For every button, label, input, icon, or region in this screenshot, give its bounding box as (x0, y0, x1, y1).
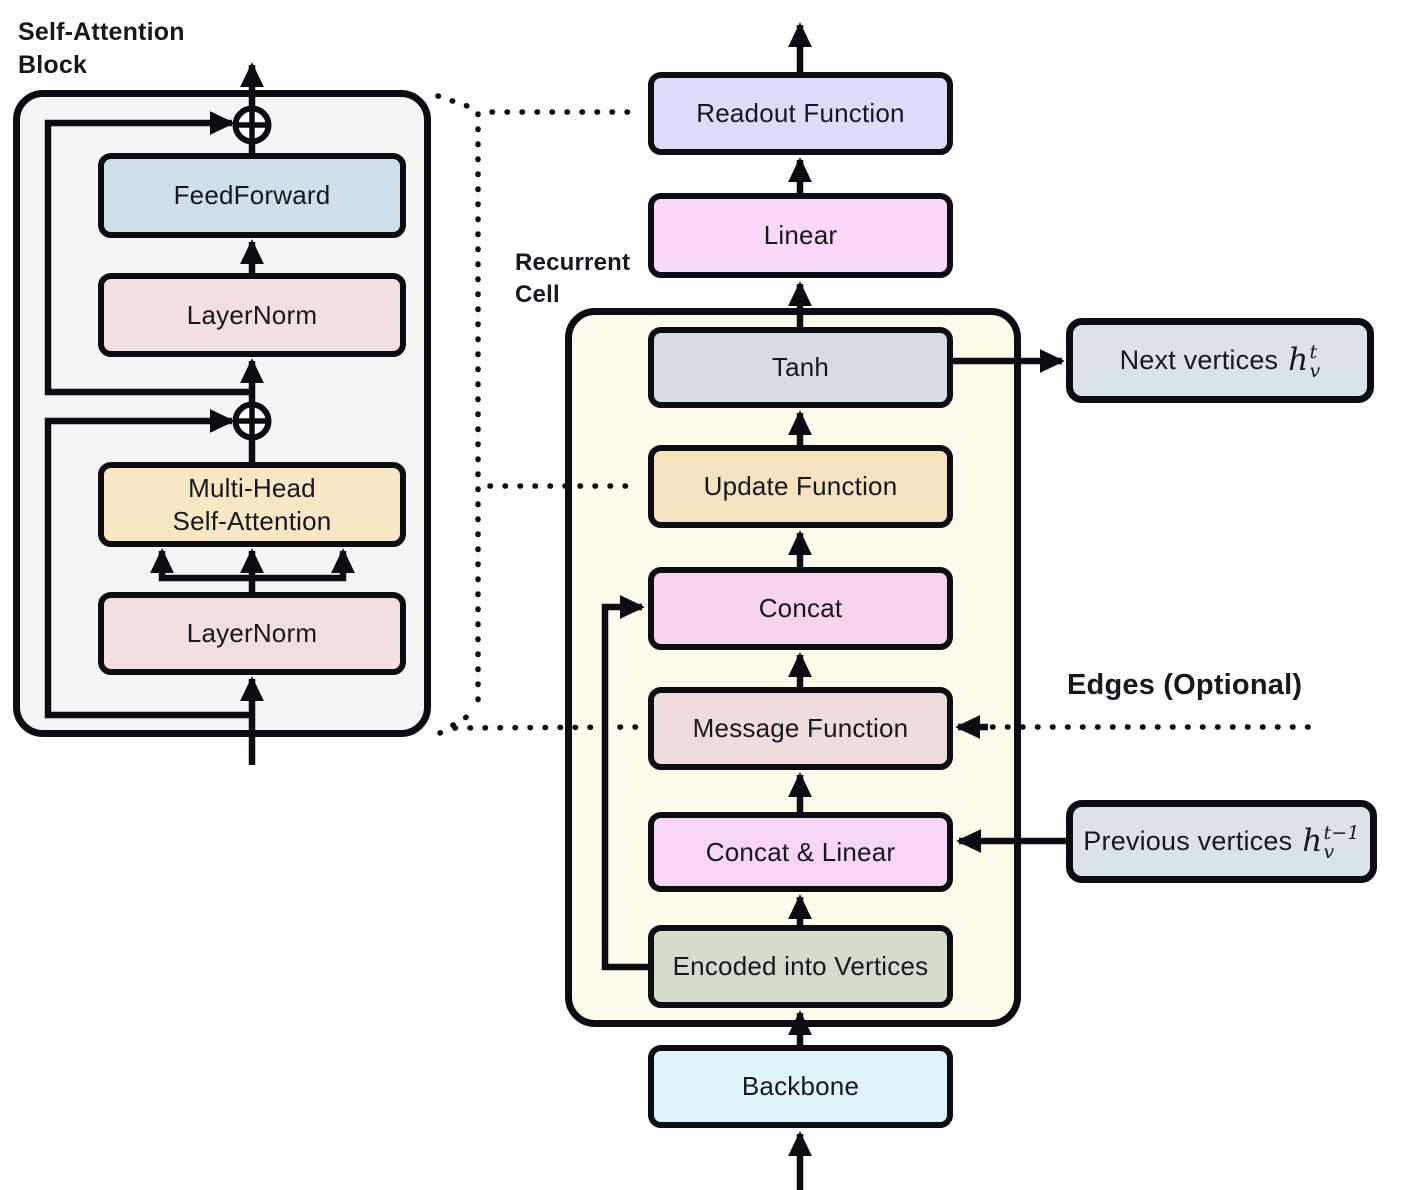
previous-vertices-box: Previous vertices h t−1 v (1066, 800, 1377, 883)
recurrent-cell-label: Recurrent Cell (515, 247, 630, 311)
previous-vertices-math-base: h (1302, 823, 1323, 859)
previous-vertices-math: h t−1 v (1302, 822, 1360, 863)
message-function-box: Message Function (648, 687, 953, 770)
next-vertices-box: Next vertices h t v (1066, 318, 1374, 403)
multi-head-self-attention-box: Multi-Head Self-Attention (98, 462, 406, 547)
dotted-corner-top (435, 93, 479, 112)
dotted-corner-bottom (437, 707, 481, 736)
feedforward-box: FeedForward (98, 153, 406, 238)
next-vertices-math: h t v (1288, 341, 1321, 382)
mhsa-label-line2: Self-Attention (172, 505, 332, 536)
update-function-box: Update Function (648, 445, 953, 528)
readout-function-label: Readout Function (696, 98, 905, 129)
previous-vertices-math-scripts: t−1 v (1323, 822, 1360, 863)
update-function-label: Update Function (703, 471, 898, 502)
recurrent-cell-label-line2: Cell (515, 281, 560, 308)
concat-label: Concat (758, 593, 843, 624)
tanh-box: Tanh (648, 327, 953, 408)
multi-head-self-attention-label: Multi-Head Self-Attention (173, 472, 332, 537)
next-vertices-label: Next vertices (1119, 344, 1279, 375)
previous-vertices-math-sub: v (1323, 840, 1335, 863)
encoded-into-vertices-label: Encoded into Vertices (672, 951, 929, 982)
mhsa-label-line1: Multi-Head (188, 473, 316, 503)
backbone-label: Backbone (741, 1071, 860, 1102)
next-vertices-math-scripts: t v (1309, 341, 1321, 382)
feedforward-label: FeedForward (173, 180, 331, 211)
previous-vertices-label: Previous vertices (1083, 825, 1293, 856)
previous-vertices-math-sup: t−1 (1323, 822, 1360, 845)
encoded-into-vertices-box: Encoded into Vertices (648, 925, 953, 1008)
next-vertices-math-base: h (1288, 342, 1309, 378)
message-function-label: Message Function (692, 713, 909, 744)
next-vertices-math-sup: t (1309, 341, 1318, 364)
linear-box: Linear (648, 193, 953, 278)
self-attention-block-label-line1: Self-Attention (18, 18, 185, 46)
recurrent-cell-frame (565, 308, 1021, 1027)
next-vertices-math-sub: v (1309, 359, 1321, 382)
layernorm-bottom-label: LayerNorm (186, 618, 318, 649)
concat-linear-box: Concat & Linear (648, 812, 953, 892)
layernorm-bottom-box: LayerNorm (98, 592, 406, 675)
recurrent-cell-label-line1: Recurrent (515, 249, 631, 276)
self-attention-block-label-line2: Block (18, 51, 88, 79)
backbone-box: Backbone (648, 1045, 953, 1128)
layernorm-top-box: LayerNorm (98, 273, 406, 357)
concat-linear-label: Concat & Linear (705, 836, 896, 867)
tanh-label: Tanh (771, 352, 830, 383)
self-attention-block-label: Self-Attention Block (18, 16, 185, 82)
concat-box: Concat (648, 567, 953, 650)
linear-label: Linear (763, 220, 838, 251)
edges-optional-label: Edges (Optional) (1067, 669, 1303, 701)
layernorm-top-label: LayerNorm (186, 299, 318, 330)
readout-function-box: Readout Function (648, 72, 953, 155)
